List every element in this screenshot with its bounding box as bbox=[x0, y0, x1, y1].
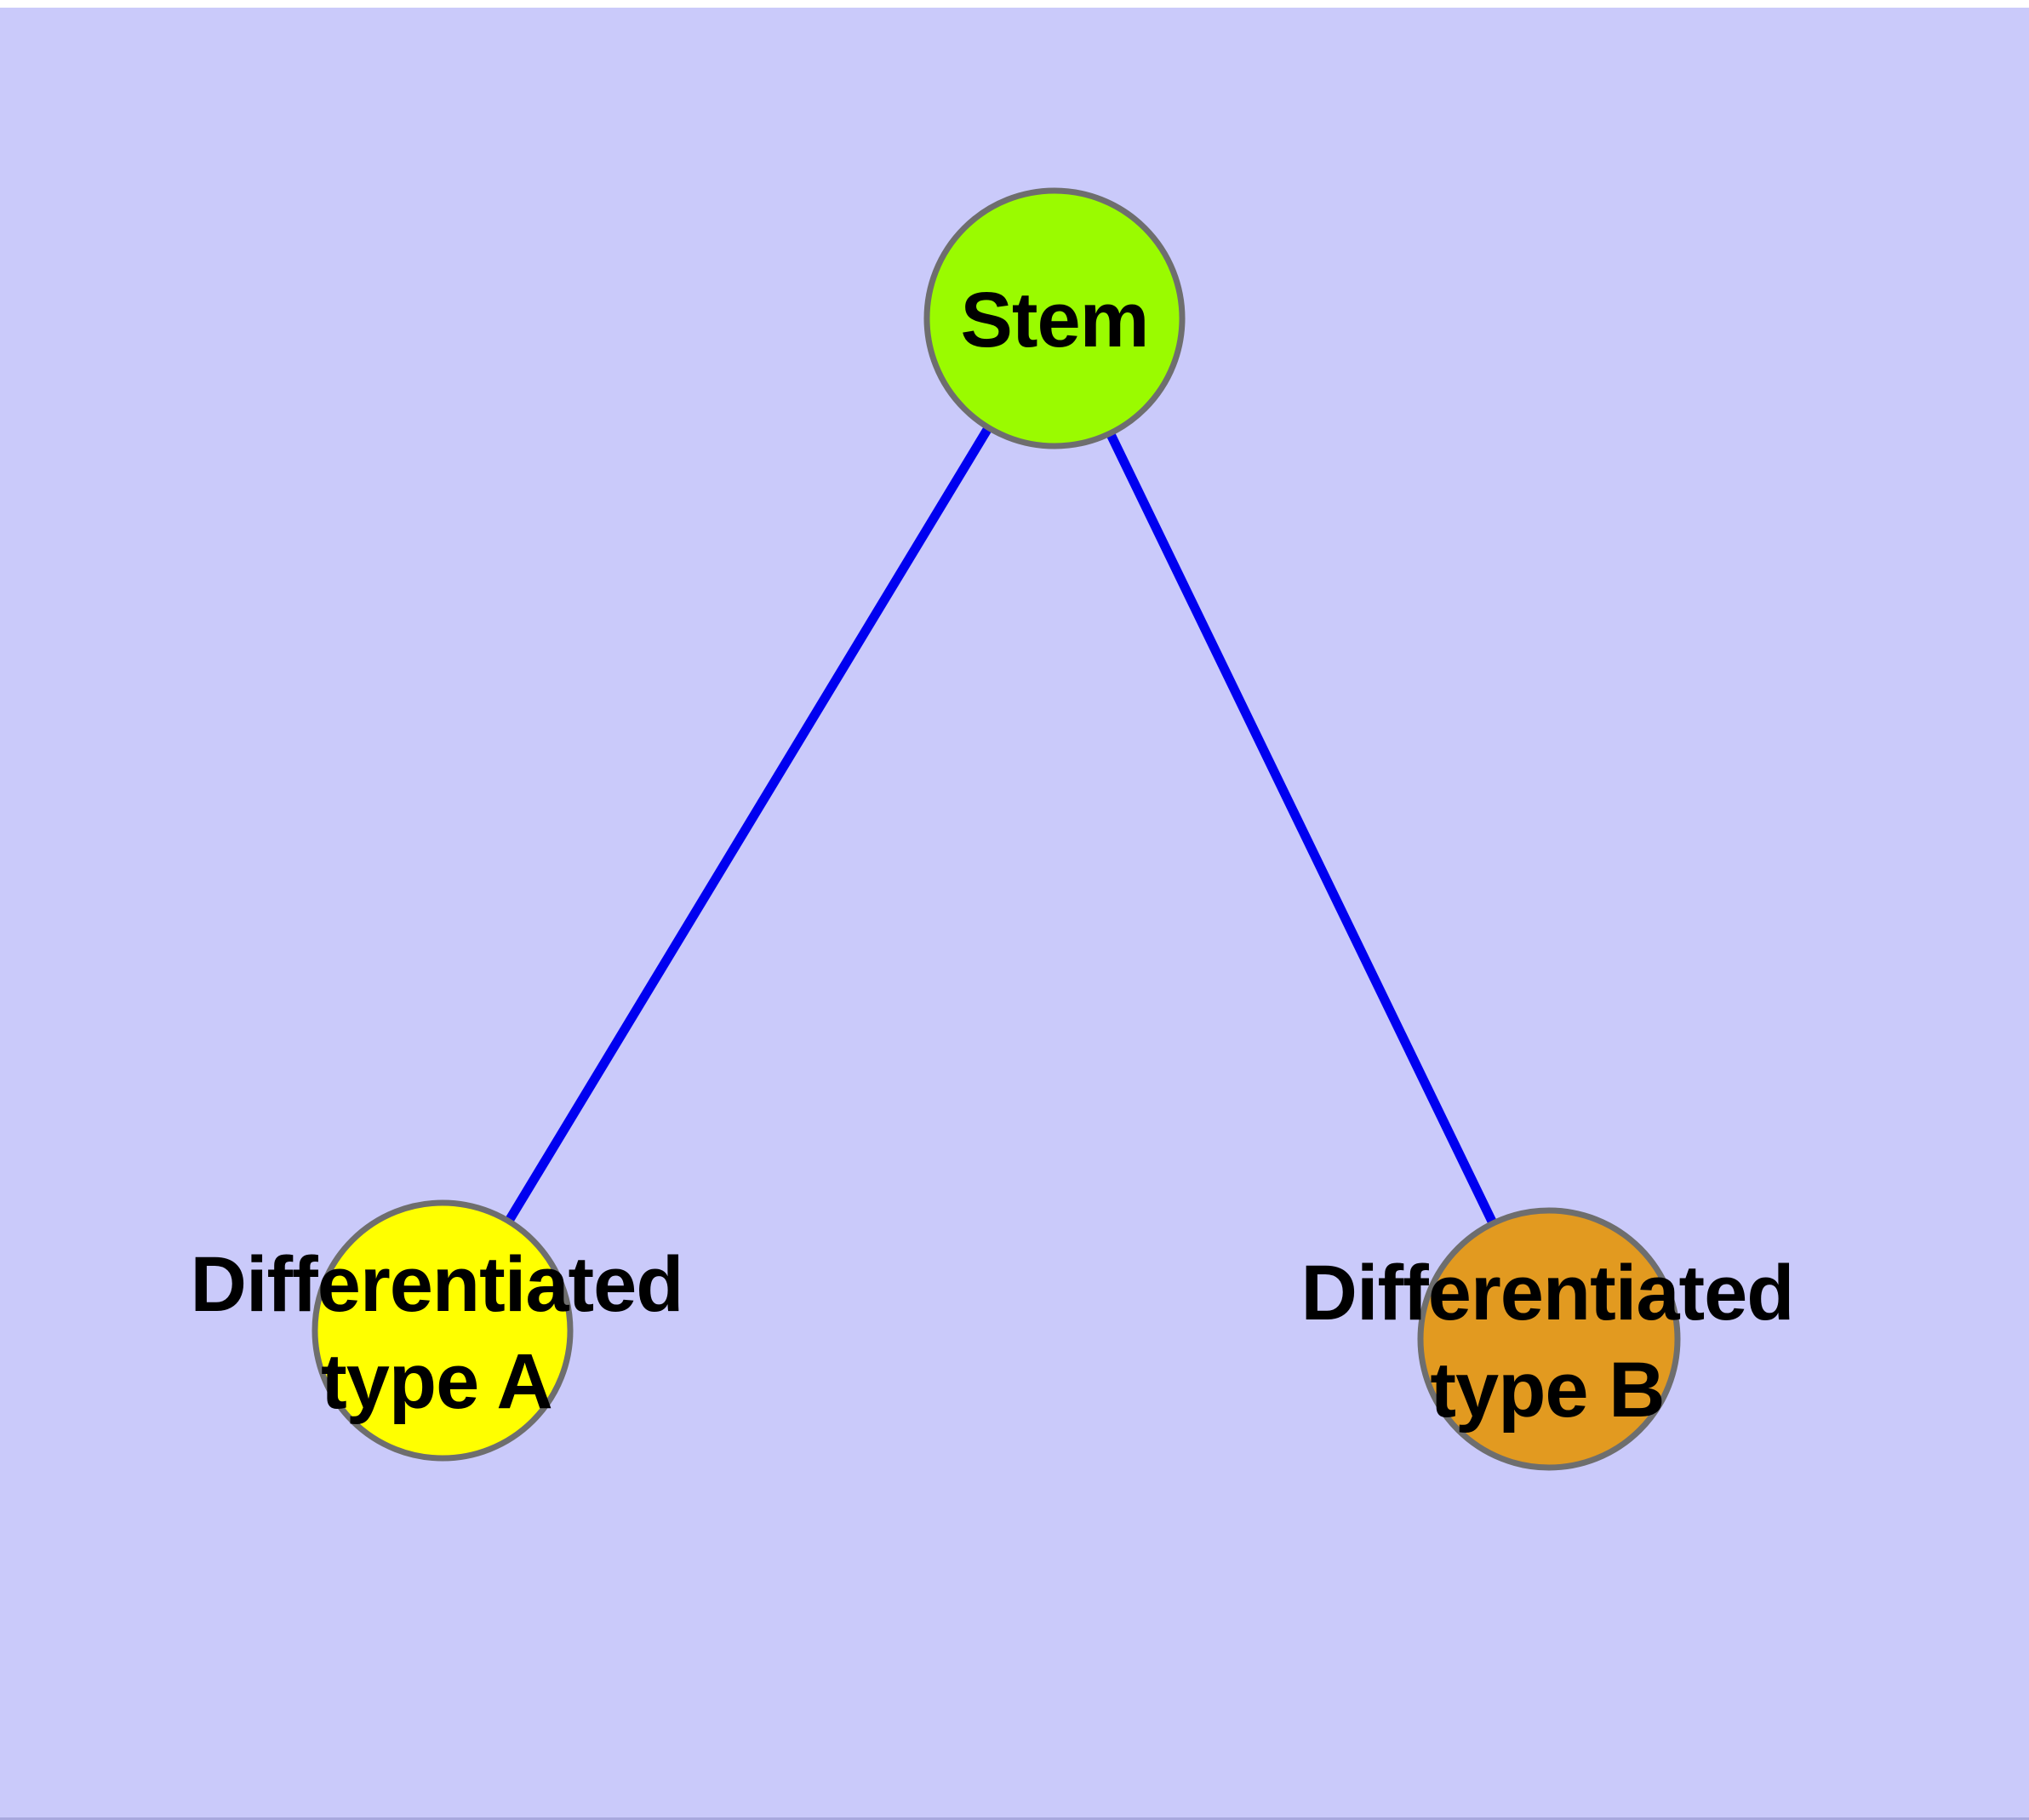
edge-stem-to-type-b bbox=[1050, 316, 1553, 1342]
node-stem bbox=[923, 187, 1186, 449]
node-differentiated-type-b bbox=[1417, 1207, 1681, 1471]
edge-stem-to-type-a bbox=[438, 316, 1059, 1333]
node-differentiated-type-a bbox=[311, 1199, 574, 1462]
